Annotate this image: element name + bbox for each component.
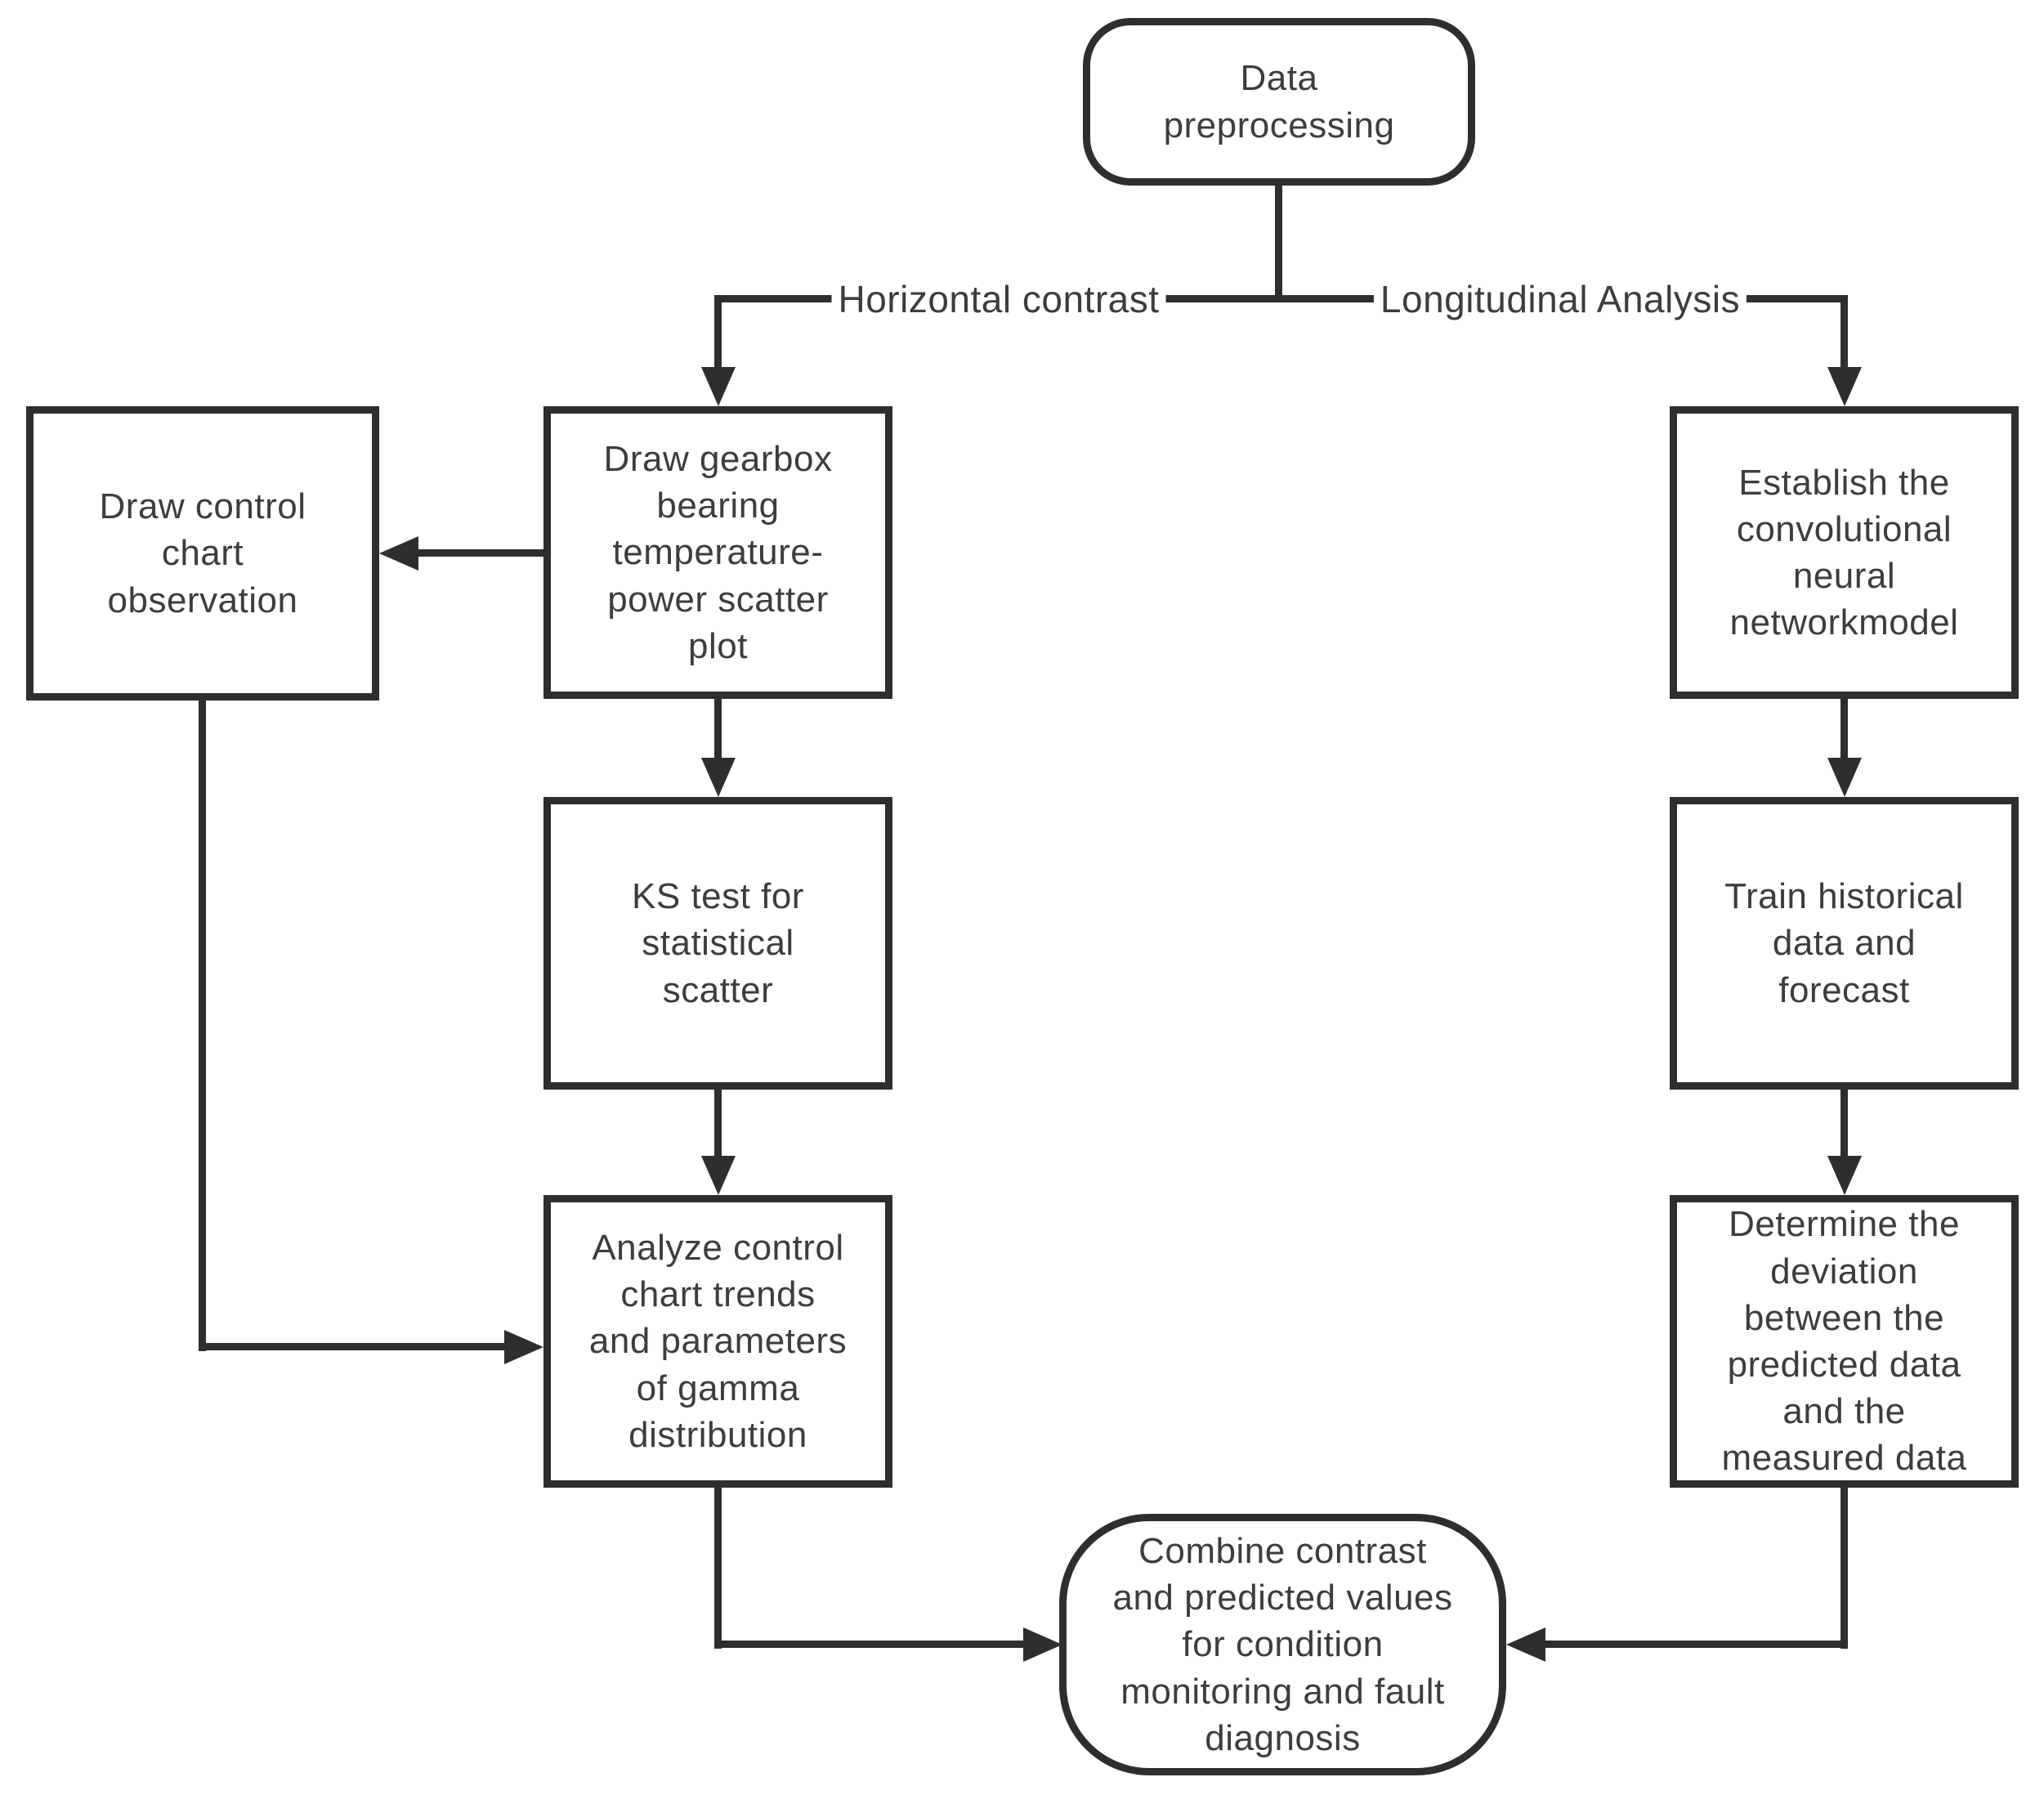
arrow-left-into-combine-icon [1506, 1627, 1545, 1662]
node-draw-control-chart-observation: Draw control chart observation [26, 406, 379, 701]
node-label: KS test for statistical scatter [632, 876, 804, 1010]
arrow-down-into-determine-icon [1827, 1156, 1862, 1195]
arrow-right-into-combine-icon [1023, 1627, 1062, 1662]
node-determine-deviation: Determine the deviation between the pred… [1670, 1195, 2019, 1488]
connector-controlchart-down [199, 699, 206, 1351]
connector-controlchart-to-analyze [199, 1343, 509, 1350]
arrow-down-into-train-icon [1827, 758, 1862, 797]
node-draw-gearbox-scatter-plot: Draw gearbox bearing temperature- power … [543, 406, 892, 699]
arrow-down-into-gearbox-icon [701, 367, 736, 406]
node-label: Draw control chart observation [99, 486, 306, 620]
connector-kstest-to-analyze [714, 1088, 722, 1160]
node-combine-condition-monitoring: Combine contrast and predicted values fo… [1059, 1514, 1506, 1775]
arrow-down-into-analyze-icon [701, 1156, 736, 1195]
connector-analyze-down [714, 1486, 722, 1649]
arrow-left-into-controlchart-icon [379, 536, 418, 571]
connector-determine-down [1840, 1486, 1848, 1649]
connector-right-branch-drop [1840, 299, 1848, 371]
node-establish-cnn-model: Establish the convolutional neural netwo… [1670, 406, 2019, 699]
node-label: Determine the deviation between the pred… [1721, 1204, 1967, 1479]
node-ks-test: KS test for statistical scatter [543, 797, 892, 1090]
connector-gearbox-to-kstest [714, 697, 722, 763]
node-label: Train historical data and forecast [1724, 876, 1964, 1010]
edge-label-horizontal-contrast: Horizontal contrast [831, 277, 1166, 321]
node-label: Analyze control chart trends and paramet… [588, 1228, 848, 1455]
node-label: Combine contrast and predicted values fo… [1112, 1531, 1453, 1758]
connector-branch-horizontal [714, 295, 1848, 302]
connector-top-vertical [1275, 181, 1282, 302]
arrow-down-into-kstest-icon [701, 758, 736, 797]
node-label: Draw gearbox bearing temperature- power … [603, 439, 833, 666]
connector-gearbox-to-controlchart [413, 549, 543, 557]
connector-analyze-to-combine [714, 1641, 1028, 1648]
connector-left-branch-drop [714, 299, 722, 371]
node-analyze-control-chart-trends: Analyze control chart trends and paramet… [543, 1195, 892, 1488]
node-train-historical-data: Train historical data and forecast [1670, 797, 2019, 1090]
edge-label-longitudinal-analysis: Longitudinal Analysis [1373, 277, 1747, 321]
connector-train-to-determine [1840, 1088, 1848, 1160]
arrow-down-into-establish-icon [1827, 367, 1862, 406]
connector-establish-to-train [1840, 697, 1848, 763]
node-label: Data preprocessing [1163, 58, 1395, 145]
node-data-preprocessing: Data preprocessing [1083, 18, 1475, 186]
arrow-right-into-analyze-icon [504, 1330, 543, 1364]
connector-determine-to-combine [1541, 1641, 1848, 1648]
node-label: Establish the convolutional neural netwo… [1729, 462, 1959, 643]
